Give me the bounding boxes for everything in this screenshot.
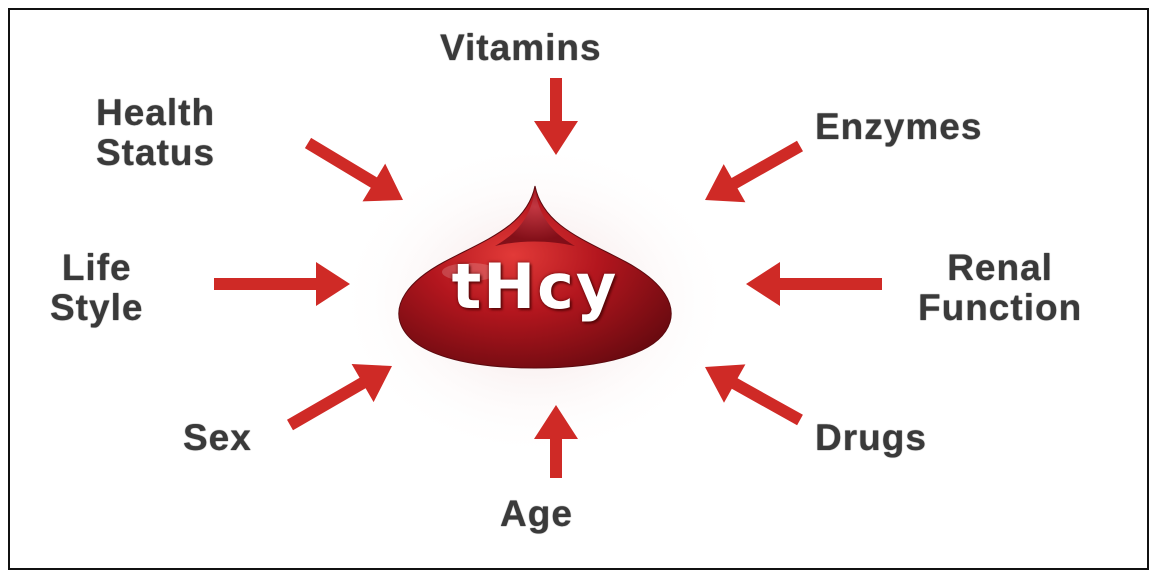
factor-life-style-line1: Life: [50, 248, 143, 288]
arrow-from-drugs: [705, 364, 803, 425]
factor-health-status-line1: Health: [96, 93, 215, 133]
arrow-from-renal-function: [746, 262, 882, 306]
factor-sex: Sex: [183, 418, 252, 458]
factor-sex-label: Sex: [183, 418, 252, 458]
factor-life-style: Life Style: [50, 248, 143, 328]
factor-vitamins-label: Vitamins: [440, 28, 602, 68]
factor-enzymes: Enzymes: [815, 107, 982, 147]
factor-drugs: Drugs: [815, 418, 927, 458]
factor-age: Age: [500, 494, 573, 534]
factor-life-style-line2: Style: [50, 288, 143, 328]
factor-age-label: Age: [500, 494, 573, 534]
factor-renal-function-line1: Renal: [918, 248, 1082, 288]
factor-drugs-label: Drugs: [815, 418, 927, 458]
factor-health-status: Health Status: [96, 93, 215, 173]
arrow-from-health-status: [305, 138, 403, 202]
arrow-from-life-style: [214, 262, 350, 306]
factor-enzymes-label: Enzymes: [815, 107, 982, 147]
factor-renal-function-line2: Function: [918, 288, 1082, 328]
arrow-from-enzymes: [705, 141, 803, 203]
factor-health-status-line2: Status: [96, 133, 215, 173]
center-label-thcy: tHcy: [402, 252, 668, 322]
factor-renal-function: Renal Function: [918, 248, 1082, 328]
factor-vitamins: Vitamins: [440, 28, 602, 68]
